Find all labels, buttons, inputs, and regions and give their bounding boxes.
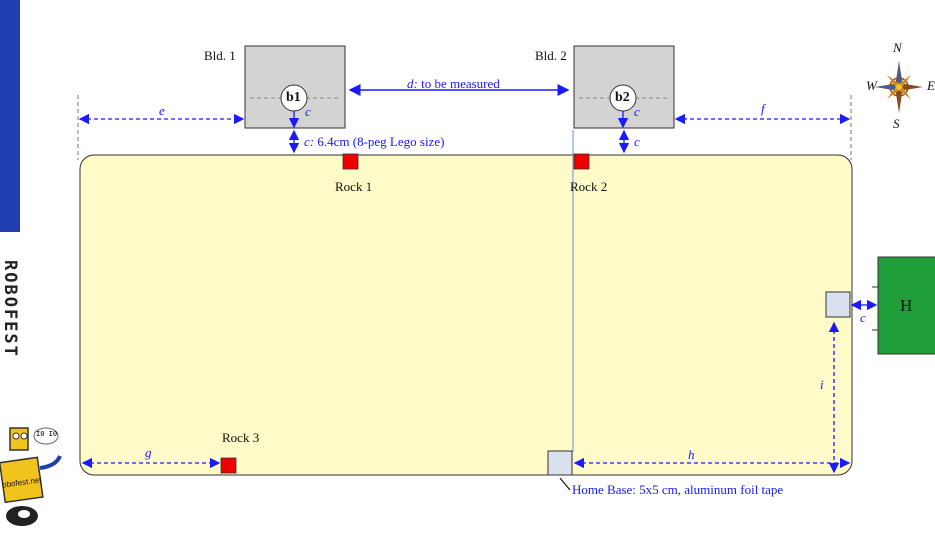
- c-definition-text: 6.4cm (8-peg Lego size): [314, 134, 445, 149]
- compass-e: E: [927, 78, 935, 93]
- station-marker: [825, 291, 851, 318]
- dimension-e-label: e: [159, 103, 165, 118]
- compass-w: W: [866, 78, 877, 93]
- building-1-marker-label: b1: [286, 90, 301, 105]
- dimension-d-text: to be measured: [417, 76, 500, 91]
- c-definition-label: c: 6.4cm (8-peg Lego size): [304, 134, 444, 150]
- rock-3-label: Rock 3: [222, 430, 260, 445]
- building-2-title: Bld. 2: [535, 48, 567, 63]
- rock-2: [573, 153, 590, 170]
- dimension-d-label: d: to be measured: [407, 76, 500, 92]
- station-h: [877, 256, 935, 355]
- building-1-title: Bld. 1: [204, 48, 236, 63]
- dimension-f-label: f: [761, 101, 765, 116]
- dimension-d-symbol: d:: [407, 76, 418, 91]
- dimension-i-label: i: [820, 377, 824, 392]
- building-2-marker-label: b2: [615, 90, 630, 105]
- compass-s: S: [893, 116, 900, 131]
- compass-n: N: [893, 40, 902, 55]
- rock-2-label: Rock 2: [570, 179, 608, 194]
- branding-sidebar: ROBOFEST: [0, 0, 22, 528]
- c-label-b2-inner: c: [634, 104, 640, 119]
- field-mat: [79, 154, 853, 476]
- home-base-pointer: [559, 477, 571, 491]
- home-base-label: Home Base: 5x5 cm, aluminum foil tape: [572, 482, 784, 497]
- dimension-h-label: h: [688, 447, 695, 462]
- sidebar-blue-bar: [0, 0, 20, 232]
- c-label-b1-inner: c: [305, 104, 311, 119]
- c-definition-symbol: c:: [304, 134, 315, 149]
- speech-bubble-text: I0 I0: [36, 430, 58, 438]
- station-h-label: H: [900, 296, 913, 315]
- rock-3: [220, 457, 237, 474]
- home-base: [547, 450, 573, 476]
- rock-1-label: Rock 1: [335, 179, 373, 194]
- c-label-station: c: [860, 310, 866, 325]
- c-label-b2-field: c: [634, 134, 640, 149]
- robot-mascot-icon: I0 I0 obofest.net: [0, 408, 80, 528]
- rock-1: [342, 153, 359, 170]
- compass-rose-icon: [875, 61, 923, 113]
- dimension-g-label: g: [145, 445, 152, 460]
